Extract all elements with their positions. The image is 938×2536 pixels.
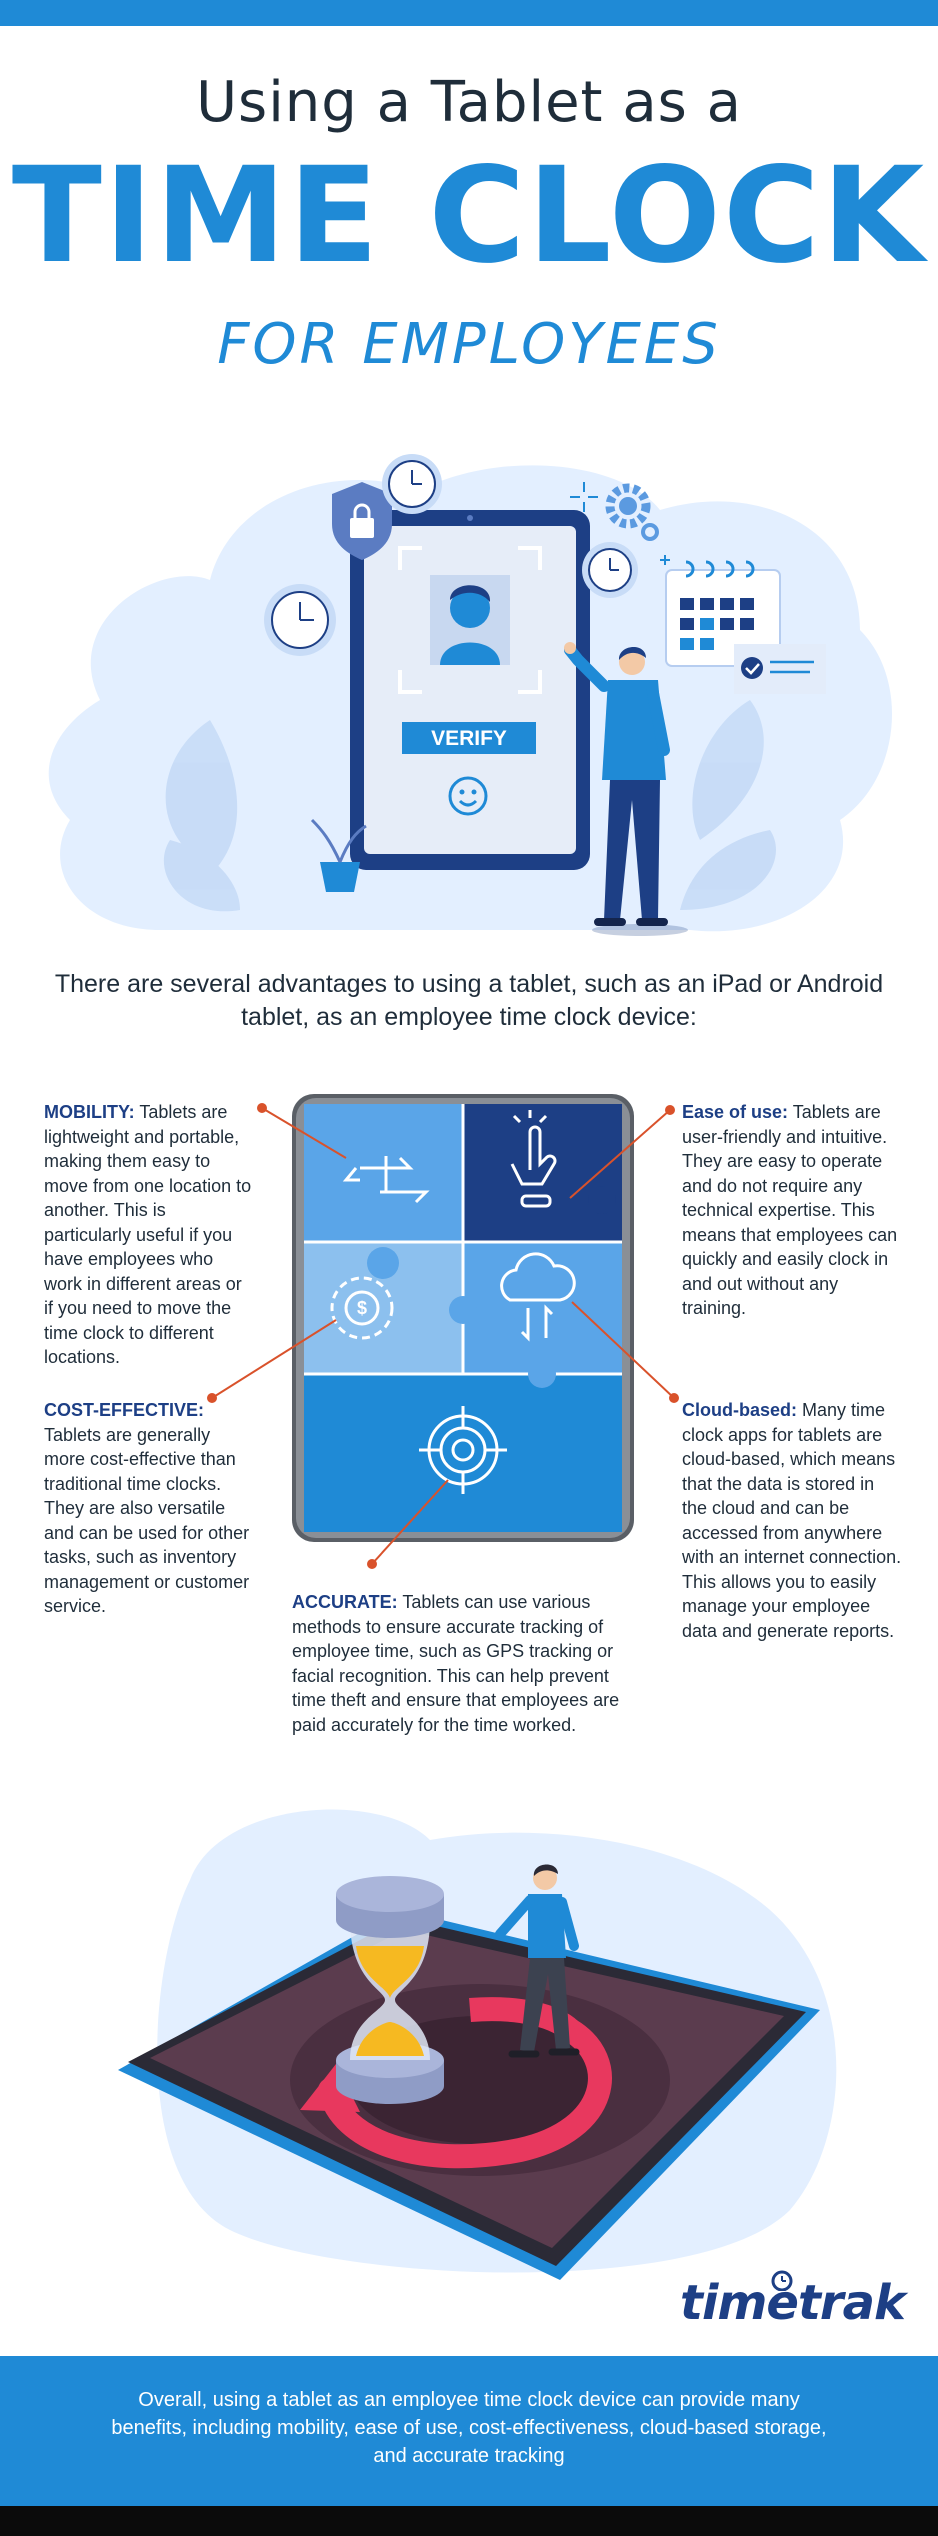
leaf-decoration-right (680, 700, 776, 910)
smiley-icon (448, 776, 488, 816)
title-line-1: Using a Tablet as a (196, 70, 742, 135)
top-accent-bar (0, 0, 938, 26)
clock-icon-right (582, 542, 638, 598)
calendar-icon (665, 560, 826, 694)
advantage-cloud-label: Cloud-based: (682, 1400, 797, 1420)
advantage-cloud: Cloud-based: Many time clock apps for ta… (682, 1398, 904, 1643)
advantage-accurate-text: Tablets can use various methods to ensur… (292, 1592, 620, 1735)
gear-icon (605, 483, 659, 541)
puzzle-piece-mobility (304, 1104, 463, 1242)
advantage-accurate: ACCURATE: Tablets can use various method… (292, 1590, 642, 1737)
advantage-ease: Ease of use: Tablets are user-friendly a… (682, 1100, 902, 1321)
logo-text: timetrak (680, 2275, 906, 2331)
advantage-ease-label: Ease of use: (682, 1102, 789, 1122)
clock-icon-left (264, 584, 336, 656)
walking-man-figure (495, 1864, 580, 2058)
timetrak-logo: timetrak (680, 2265, 906, 2335)
verify-label: VERIFY (431, 727, 507, 750)
puzzle-piece-ease (463, 1104, 622, 1242)
money-gear-icon (330, 1276, 394, 1340)
target-icon (419, 1406, 507, 1494)
advantage-cost-label: COST-EFFECTIVE: (44, 1400, 205, 1420)
hero-illustration: VERIFY (48, 454, 893, 936)
tablet-screen (364, 526, 576, 854)
puzzle-piece-accurate (304, 1374, 622, 1532)
puzzle-piece-cloud (463, 1242, 622, 1374)
advantage-ease-text: Tablets are user-friendly and intuitive.… (682, 1102, 898, 1318)
touch-hand-icon (510, 1110, 557, 1208)
svg-text:$: $ (357, 1298, 367, 1318)
plant-decoration (310, 818, 367, 892)
hourglass-icon (336, 1876, 444, 2104)
summary-text: Overall, using a tablet as an employee t… (111, 2389, 827, 2467)
advantage-mobility: MOBILITY: Tablets are lightweight and po… (44, 1100, 254, 1370)
cloud-sync-icon (500, 1252, 576, 1342)
summary-banner: Overall, using a tablet as an employee t… (0, 2356, 938, 2506)
puzzle-tablet-illustration: $ (207, 1094, 679, 1569)
arrows-icon (342, 1156, 430, 1204)
title-line-2: TIME CLOCK (11, 139, 927, 293)
advantage-mobility-text: Tablets are lightweight and portable, ma… (44, 1102, 252, 1367)
advantage-cloud-text: Many time clock apps for tablets are clo… (682, 1400, 902, 1641)
advantage-accurate-label: ACCURATE: (292, 1592, 398, 1612)
intro-text: There are several advantages to using a … (54, 970, 884, 1031)
advantage-mobility-label: MOBILITY: (44, 1102, 135, 1122)
leaf-decoration-left (163, 720, 240, 912)
bottom-bar (0, 2506, 938, 2536)
logo-clock-icon (771, 2270, 793, 2291)
clock-icon-top (382, 454, 442, 514)
advantage-cost-text: Tablets are generally more cost-effectiv… (44, 1424, 250, 1617)
verify-button (402, 722, 536, 754)
lock-shield-icon (332, 482, 392, 560)
hourglass-illustration (118, 1809, 837, 2280)
advantage-cost: COST-EFFECTIVE: Tablets are generally mo… (44, 1398, 254, 1619)
title-line-3: FOR EMPLOYEES (217, 312, 721, 377)
businessman-figure (564, 642, 688, 936)
